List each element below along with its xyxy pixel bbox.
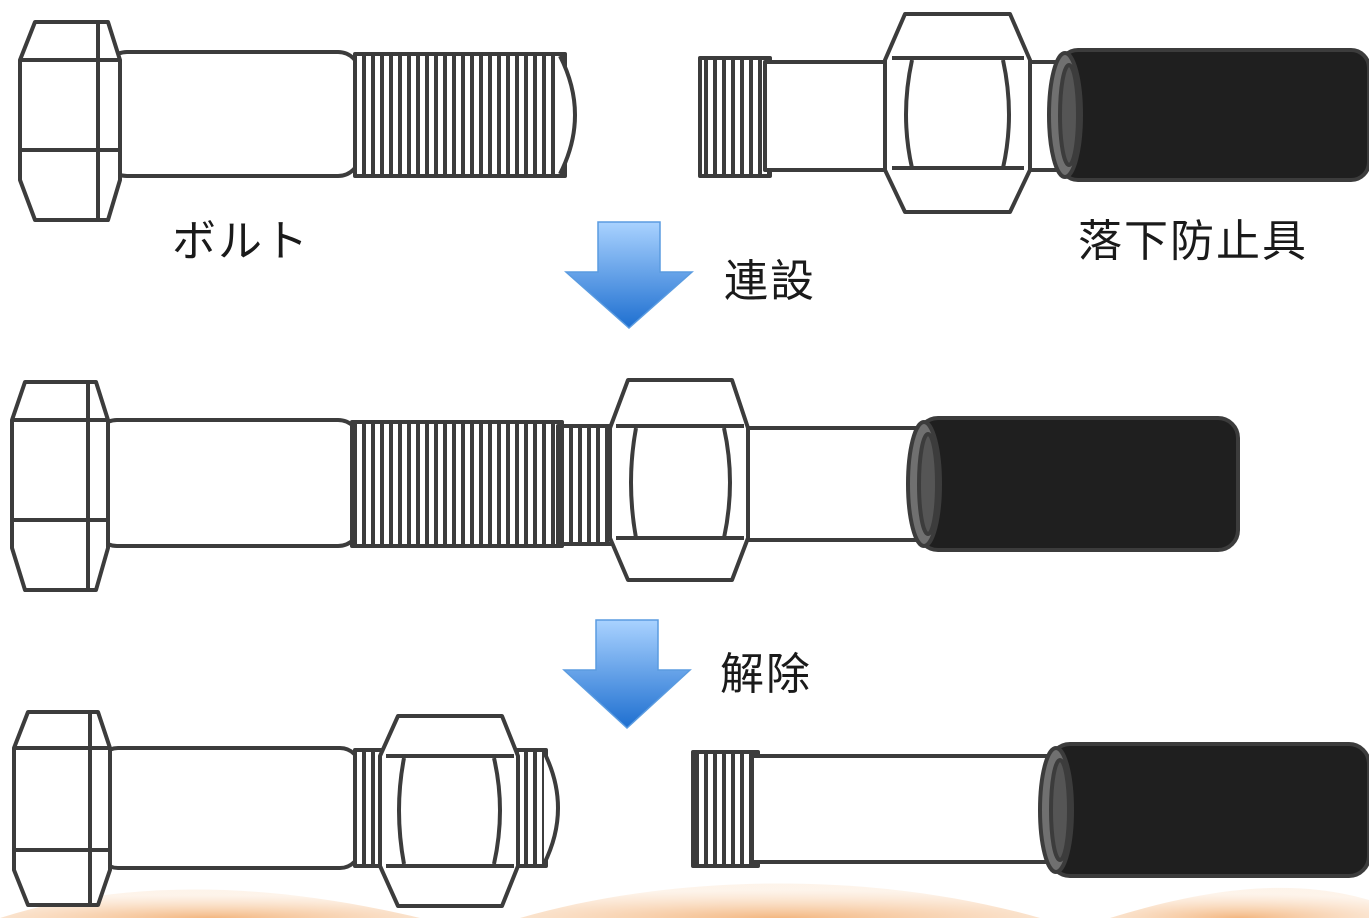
bolt-label: ボルト <box>172 216 310 267</box>
fall-prevention-device-icon <box>698 12 1369 214</box>
fall-prevention-device-label: 落下防止具 <box>1078 216 1308 267</box>
bolt-icon <box>18 20 577 222</box>
down-arrow-icon <box>562 619 692 730</box>
released-bolt-with-nut <box>12 710 560 908</box>
down-arrow-icon <box>564 221 694 330</box>
released-device <box>691 742 1369 878</box>
nut-icon <box>883 12 1032 214</box>
decorative-bottom-band <box>0 883 1369 918</box>
connect-step-label: 連設 <box>724 256 816 307</box>
connected-assembly <box>10 378 1240 592</box>
release-step-label: 解除 <box>720 649 812 700</box>
